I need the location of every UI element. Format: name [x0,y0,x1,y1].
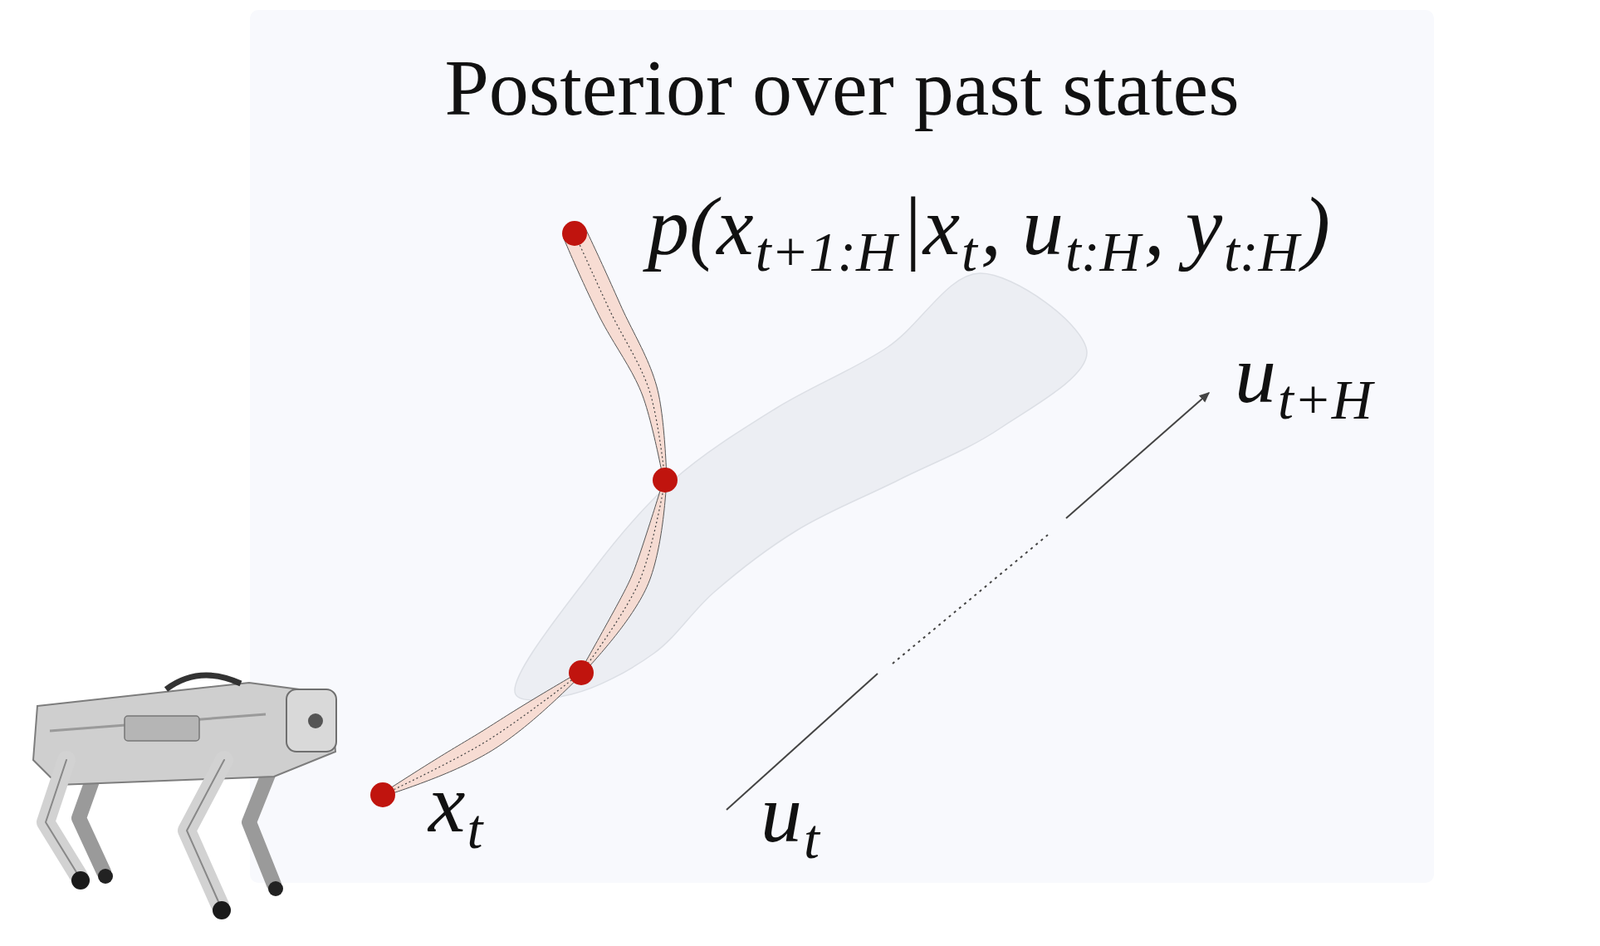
subscript: t+1:H [755,223,898,280]
math-symbol: u [1234,332,1277,416]
subscript: t:H [1223,223,1300,280]
robot-dog [33,675,337,920]
subscript: t:H [1065,223,1141,280]
subscript: t+H [1277,371,1373,428]
math-symbol: p(x [647,185,754,269]
title: Posterior over past states [444,48,1239,128]
posterior-formula: p(xt+1:H|xt, ut:H, yt:H) [647,185,1332,269]
panel [249,9,1434,883]
math-symbol: ) [1302,185,1331,269]
subscript: t [961,223,978,280]
subscript: t [466,800,483,857]
control-label: ut [760,772,823,856]
math-symbol: |x [900,185,960,269]
math-symbol: x [428,762,465,846]
math-symbol: u [760,772,803,856]
posterior-band [381,228,667,797]
subscript: t [803,810,820,867]
posterior-band [381,228,667,797]
state-dots [370,220,678,808]
state-label: xt [428,762,486,846]
control-axis [726,392,1209,810]
mean-trajectory [382,233,666,795]
control-label: ut+H [1234,332,1376,416]
math-symbol: , u [980,185,1064,269]
math-symbol: , y [1144,185,1223,269]
